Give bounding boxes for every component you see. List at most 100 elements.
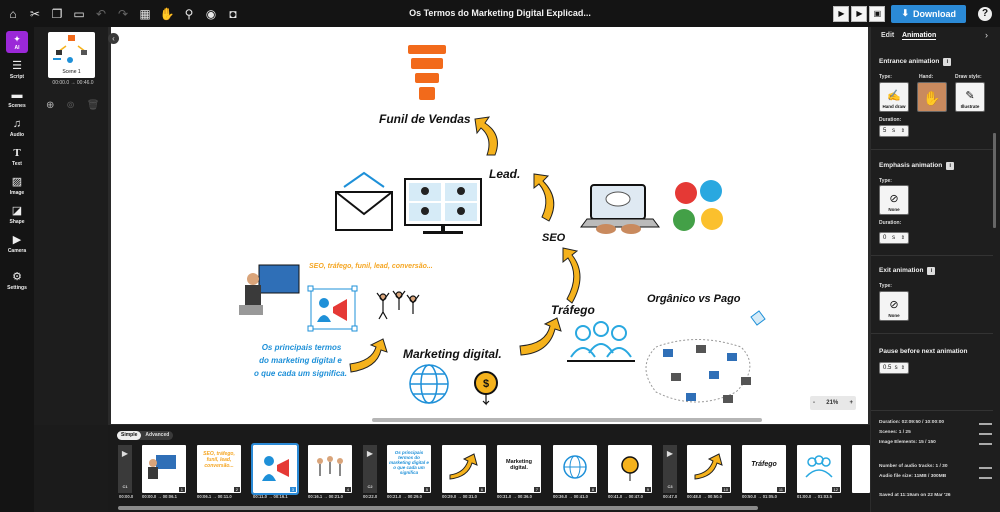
delete-scene-icon[interactable]: 🗑 (86, 100, 100, 111)
panel-scrollbar[interactable] (993, 133, 996, 228)
undo-icon[interactable]: ↶ (95, 6, 107, 21)
entrance-duration-value: 5 (883, 128, 887, 134)
seo-label[interactable]: SEO (542, 232, 566, 244)
clip-time: 00:00.0 → 00:06.1 (142, 494, 177, 499)
timeline-clip-partial[interactable] (852, 445, 870, 493)
duplicate-scene-icon[interactable]: ⊚ (66, 100, 75, 111)
camera-label: C2 (367, 484, 373, 489)
pin-icon[interactable]: ⚲ (184, 6, 194, 21)
rail-item-settings[interactable]: ⚙Settings (0, 267, 34, 296)
stat-images-bar (979, 443, 992, 445)
spinner-icon[interactable]: ⇕ (900, 128, 905, 134)
pause-title: Pause before next animation (879, 348, 968, 355)
hand-draw-label: Hand draw (882, 104, 906, 109)
fill-icon[interactable]: ◘ (229, 6, 237, 21)
preview-icon[interactable]: ▣ (869, 5, 886, 22)
rail-item-image[interactable]: ▨Image (0, 172, 34, 201)
rail-label: Script (9, 74, 25, 80)
home-icon[interactable]: ⌂ (9, 6, 17, 21)
canvas[interactable]: $ Funil de Vendas Lead. SEO SEO, tráfego… (111, 27, 868, 424)
camera-label: C3 (667, 484, 673, 489)
funnel-label[interactable]: Funil de Vendas (379, 112, 471, 126)
hand-image-icon: ✋ (923, 90, 941, 106)
timeline-clip[interactable]: 9 (608, 445, 652, 493)
help-button[interactable]: ? (978, 6, 992, 21)
paste-icon[interactable]: ▭ (73, 6, 85, 21)
stat-image-elements: Image Elements: 15 / 150 (879, 440, 936, 445)
terms-label-1[interactable]: Os principais termos (261, 343, 342, 352)
scene-thumbnail[interactable] (48, 32, 95, 78)
tab-animation[interactable]: Animation (902, 32, 937, 40)
download-button[interactable]: ⬇Download (891, 4, 966, 23)
download-label: Download (913, 8, 956, 19)
spinner-icon[interactable]: ⇕ (900, 365, 905, 371)
redo-icon[interactable]: ↷ (117, 6, 129, 21)
timeline-clip[interactable]: SEO, tráfego, funil, lead, conversão...2 (197, 445, 241, 493)
grid-icon[interactable]: ▦ (139, 6, 151, 21)
timeline-clip-selected[interactable]: 3 (251, 443, 299, 495)
play-all-icon[interactable]: ▶ (851, 5, 868, 22)
collapse-panel-icon[interactable]: ‹ (108, 33, 119, 44)
chevron-right-icon[interactable]: › (985, 30, 988, 40)
exit-type-label: Type: (879, 283, 892, 289)
zoom-in-button[interactable]: + (849, 400, 853, 406)
type-hand-draw-option[interactable]: ✍ Hand draw (879, 82, 909, 112)
copy-icon[interactable]: ❐ (51, 6, 63, 21)
duration-unit: s (892, 235, 896, 241)
eye-icon[interactable]: ◉ (205, 6, 217, 21)
rail-item-shape[interactable]: ◪Shape (0, 201, 34, 230)
rail-item-audio[interactable]: ♫Audio (0, 114, 34, 143)
info-icon[interactable]: i (943, 58, 952, 66)
camera-marker[interactable]: ▶C3 (663, 445, 677, 493)
hand-icon[interactable]: ✋ (159, 6, 175, 21)
hand-draw-icon: ✍ (887, 90, 901, 102)
timeline-clip[interactable]: 6 (442, 445, 486, 493)
marketing-label[interactable]: Marketing digital. (403, 347, 502, 361)
clip-text: SEO, tráfego, funil, lead, conversão... (203, 451, 235, 469)
timeline-clip[interactable]: 10 (687, 445, 731, 493)
mode-simple[interactable]: Simple (117, 431, 142, 440)
spinner-icon[interactable]: ⇕ (900, 235, 905, 241)
lead-label[interactable]: Lead. (489, 167, 521, 181)
zoom-out-button[interactable]: - (813, 400, 815, 406)
canvas-scrollbar[interactable] (372, 418, 762, 422)
rail-item-camera[interactable]: ▶Camera (0, 230, 34, 259)
keywords-label[interactable]: SEO, tráfego, funil, lead, conversão... (309, 263, 433, 270)
terms-label-3[interactable]: o que cada um significa. (254, 369, 347, 378)
timeline-scrollbar[interactable] (118, 506, 758, 510)
scissors-icon[interactable]: ✂ (29, 6, 41, 21)
selected-speaker-icon (307, 285, 358, 332)
add-scene-icon[interactable]: ⊕ (46, 100, 55, 111)
exit-none-option[interactable]: ⊘None (879, 291, 909, 321)
rail-label: Image (9, 190, 25, 196)
hand-option[interactable]: ✋ (917, 82, 947, 112)
emphasis-none-option[interactable]: ⊘None (879, 185, 909, 215)
mode-advanced[interactable]: Advanced (145, 432, 170, 438)
camera-marker[interactable]: ▶C2 (363, 445, 377, 493)
info-icon[interactable]: i (946, 162, 955, 170)
timeline-clip[interactable]: 12 (797, 445, 841, 493)
timeline-clip[interactable]: Os principais termos do marketing digita… (387, 445, 431, 493)
timeline-clip[interactable]: Marketing digital.7 (497, 445, 541, 493)
tab-edit[interactable]: Edit (881, 32, 895, 39)
timeline-clip[interactable]: 1 (142, 445, 186, 493)
play-scene-icon[interactable]: ▶ (833, 5, 850, 22)
timeline-mode-toggle[interactable]: Simple Advanced (117, 431, 174, 440)
ai-button[interactable]: ✦AI (6, 31, 28, 53)
terms-label-2[interactable]: do marketing digital e (259, 356, 342, 365)
timeline-clip[interactable]: 4 (308, 445, 352, 493)
info-icon[interactable]: i (927, 267, 936, 275)
draw-style-option[interactable]: ✎Illustrate (955, 82, 985, 112)
traffic-label[interactable]: Tráfego (551, 303, 595, 317)
timeline-clip[interactable]: 8 (553, 445, 597, 493)
camera-marker[interactable]: ▶C1 (118, 445, 132, 493)
rail-item-script[interactable]: ☰Script (0, 56, 34, 85)
shape-icon: ◪ (11, 205, 23, 217)
rail-item-scenes[interactable]: ▬Scenes (0, 85, 34, 114)
organic-label[interactable]: Orgânico vs Pago (647, 293, 741, 305)
